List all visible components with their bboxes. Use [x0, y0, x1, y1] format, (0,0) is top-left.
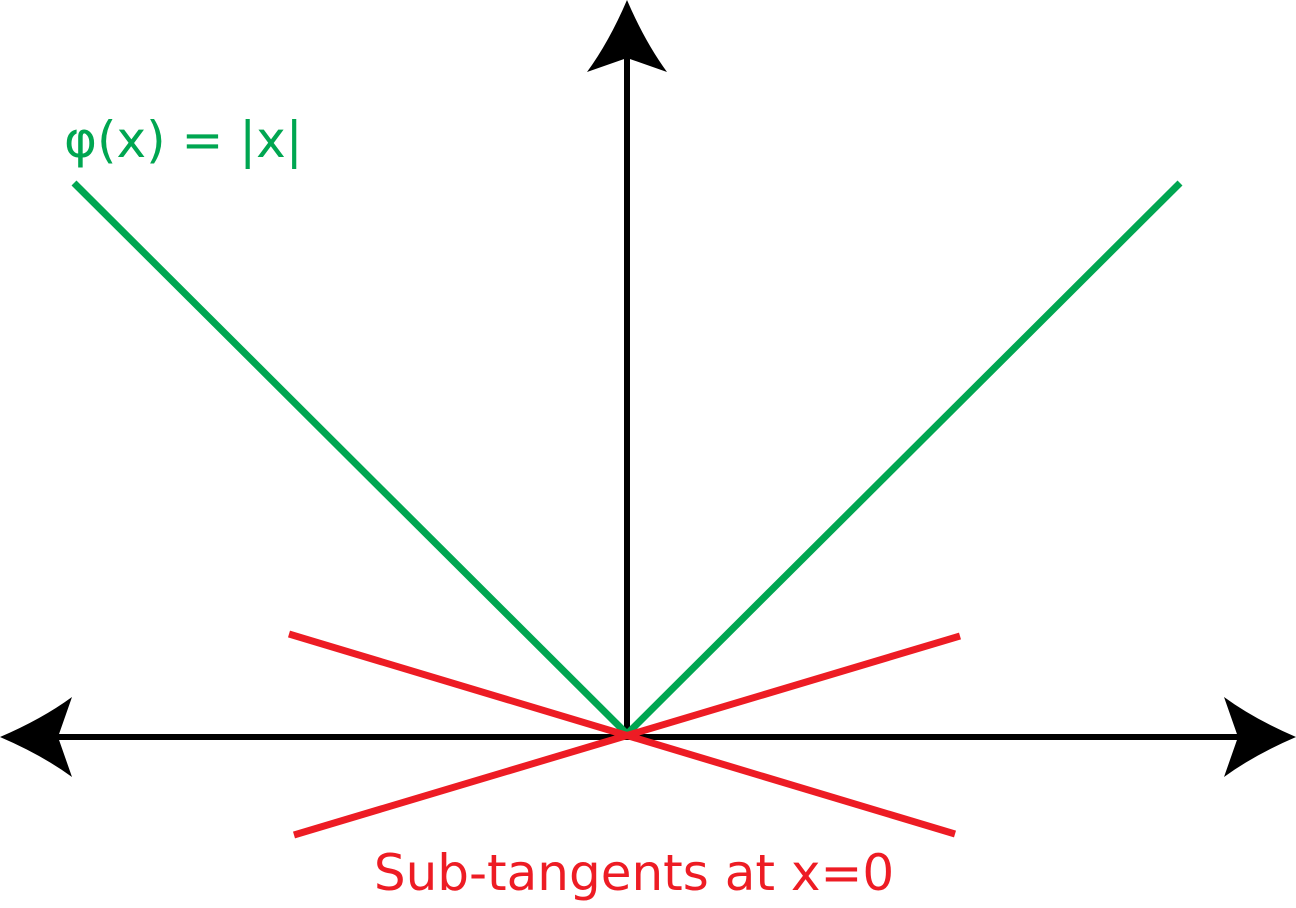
y-axis-arrowhead: [587, 0, 667, 72]
x-axis-right-arrowhead: [1224, 697, 1296, 777]
function-label: φ(x) = |x|: [64, 111, 303, 169]
abs-value-graph: [71, 180, 1183, 737]
axes: [0, 0, 1296, 777]
subtangent-lines: [287, 630, 962, 839]
abs-value-right-branch: [624, 180, 1183, 737]
subtangent-line-positive-slope: [292, 632, 962, 839]
abs-value-left-branch: [71, 180, 630, 737]
subtangent-label: Sub-tangents at x=0: [374, 844, 894, 902]
x-axis-left-arrowhead: [0, 697, 72, 777]
